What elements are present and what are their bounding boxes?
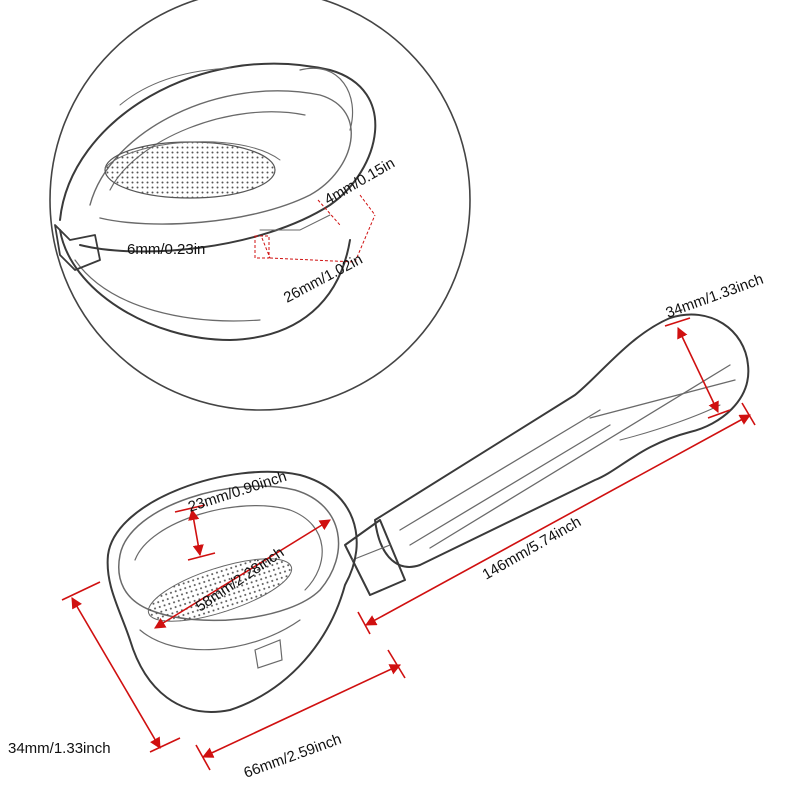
zoom-basket-drawing [54, 62, 377, 341]
cup-diameter-label: 66mm/2.59inch [242, 731, 344, 782]
basket-depth-label: 23mm/0.90inch [186, 468, 289, 516]
spout-gap-label: 6mm/0.23in [127, 241, 205, 258]
total-length-line [365, 414, 751, 626]
handle-diameter-label: 34mm/1.33inch [664, 271, 766, 322]
dimension-lines [61, 317, 756, 771]
zoom-dim-lines [254, 194, 376, 263]
basket-depth-line [188, 508, 204, 557]
cup-height-label: 34mm/1.33inch [8, 740, 111, 757]
zoom-basket-mesh [104, 141, 276, 199]
zoom-detail: 4mm/0.15in 6mm/0.23in 26mm/1.02in [49, 0, 471, 411]
cup-height-line [71, 597, 161, 749]
handle-diameter-line [677, 326, 719, 414]
basket-diameter-line [154, 519, 331, 629]
zoom-circle-outline [49, 0, 471, 411]
handle-neck [344, 519, 406, 596]
cup-diameter-line [201, 664, 402, 758]
total-length-label: 146mm/5.74inch [480, 513, 585, 583]
